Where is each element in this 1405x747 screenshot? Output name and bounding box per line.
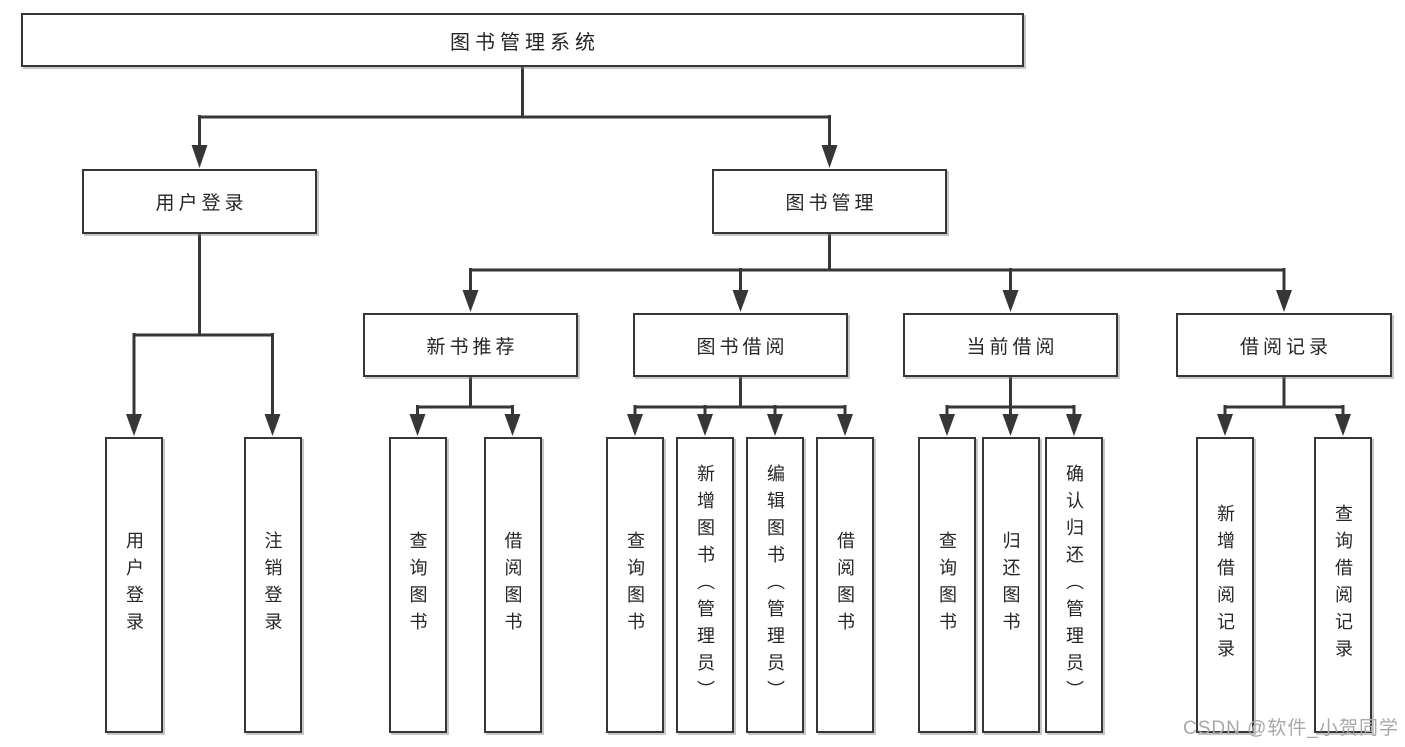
node-label: 归还图书	[1000, 531, 1021, 639]
leaf-return-books: 归还图书	[981, 437, 1040, 733]
node-label: 图书借阅	[696, 336, 789, 358]
leaf-confirm-return-admin: 确认归还（管理员）	[1045, 437, 1103, 733]
leaf-user-login: 用户登录	[105, 437, 163, 733]
node-label: 新增借阅记录	[1215, 504, 1235, 666]
node-label: 借阅记录	[1239, 336, 1332, 358]
leaf-query-books-current: 查询图书	[918, 437, 976, 733]
node-borrowing-records: 借阅记录	[1176, 313, 1392, 377]
node-label: 图书管理系统	[450, 31, 600, 54]
node-library-management-system: 图书管理系统	[21, 13, 1024, 67]
node-label: 确认归还（管理员）	[1064, 463, 1084, 707]
leaf-add-books-admin: 新增图书（管理员）	[676, 437, 734, 733]
node-label: 编辑图书（管理员）	[765, 463, 785, 707]
node-label: 查询借阅记录	[1333, 504, 1353, 666]
node-label: 注销登录	[262, 531, 283, 639]
node-label: 用户登录	[155, 193, 248, 214]
node-label: 借阅图书	[502, 531, 523, 639]
leaf-borrow-books-recommend: 借阅图书	[483, 437, 542, 733]
csdn-watermark: CSDN @软件_小贺同学	[1183, 718, 1399, 739]
node-label: 查询图书	[937, 531, 957, 639]
leaf-add-borrow-record: 新增借阅记录	[1196, 437, 1254, 733]
node-label: 当前借阅	[966, 336, 1059, 358]
node-label: 借阅图书	[835, 531, 855, 639]
node-label: 新增图书（管理员）	[695, 463, 715, 707]
leaf-query-borrow-record: 查询借阅记录	[1314, 437, 1372, 733]
leaf-query-books-borrow: 查询图书	[606, 437, 664, 733]
node-label: 查询图书	[407, 531, 428, 639]
node-user-login-branch: 用户登录	[82, 169, 317, 234]
node-label: 查询图书	[625, 531, 645, 639]
leaf-logout: 注销登录	[243, 437, 302, 733]
node-label: 图书管理	[785, 193, 878, 214]
node-book-borrowing: 图书借阅	[633, 313, 848, 377]
leaf-query-books-recommend: 查询图书	[388, 437, 447, 733]
node-book-management-branch: 图书管理	[712, 169, 947, 234]
node-new-book-recommend: 新书推荐	[363, 313, 578, 377]
leaf-edit-books-admin: 编辑图书（管理员）	[746, 437, 804, 733]
node-label: 用户登录	[124, 531, 144, 639]
node-label: 新书推荐	[426, 336, 519, 358]
node-current-borrowing: 当前借阅	[903, 313, 1118, 377]
leaf-borrow-books: 借阅图书	[816, 437, 874, 733]
